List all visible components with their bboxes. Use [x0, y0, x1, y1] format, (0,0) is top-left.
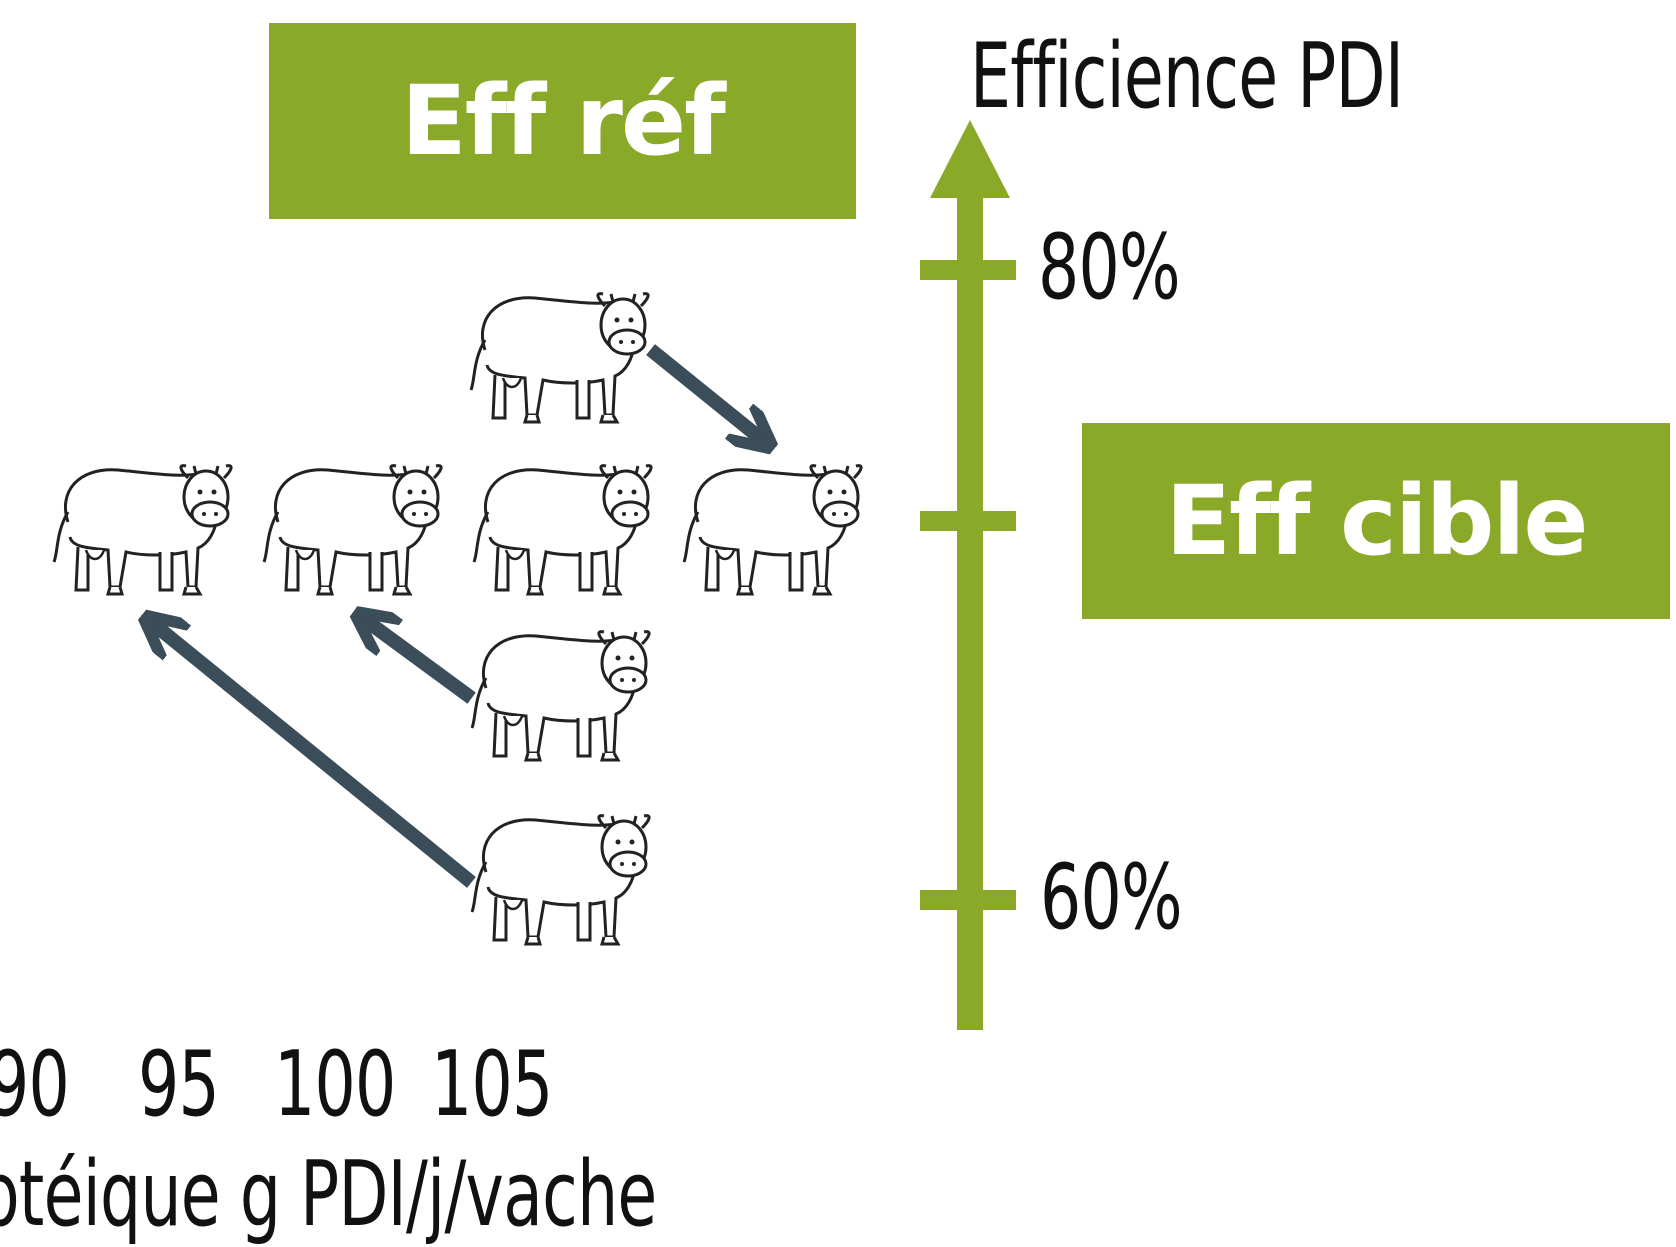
eff-ref-box: Eff réf [269, 23, 856, 219]
cow-icon [469, 292, 650, 424]
x-tick-label: 90 [0, 1032, 70, 1137]
arrow-icon [368, 622, 476, 704]
cow-icon [682, 464, 863, 596]
efficiency-axis-arrowhead [930, 120, 1010, 198]
x-axis-label: otéique g PDI/j/vache [0, 1142, 657, 1247]
eff-cible-label: Eff cible [1165, 465, 1588, 577]
cow-icon [472, 464, 653, 596]
cow-icon [262, 464, 443, 596]
tick-label-80: 80% [1038, 215, 1181, 320]
cow-icon [470, 814, 651, 946]
x-tick-label: 105 [431, 1032, 553, 1137]
tick-label-60: 60% [1040, 845, 1183, 950]
arrow-icon [156, 626, 476, 888]
eff-cible-box: Eff cible [1082, 423, 1670, 619]
eff-ref-label: Eff réf [401, 65, 726, 177]
x-tick-label: 95 [138, 1032, 220, 1137]
arrow-icon [646, 344, 760, 438]
cow-icon [52, 464, 233, 596]
x-tick-label: 100 [274, 1032, 396, 1137]
axis-title: Efficience PDI [970, 24, 1404, 129]
cow-icon [470, 630, 651, 762]
